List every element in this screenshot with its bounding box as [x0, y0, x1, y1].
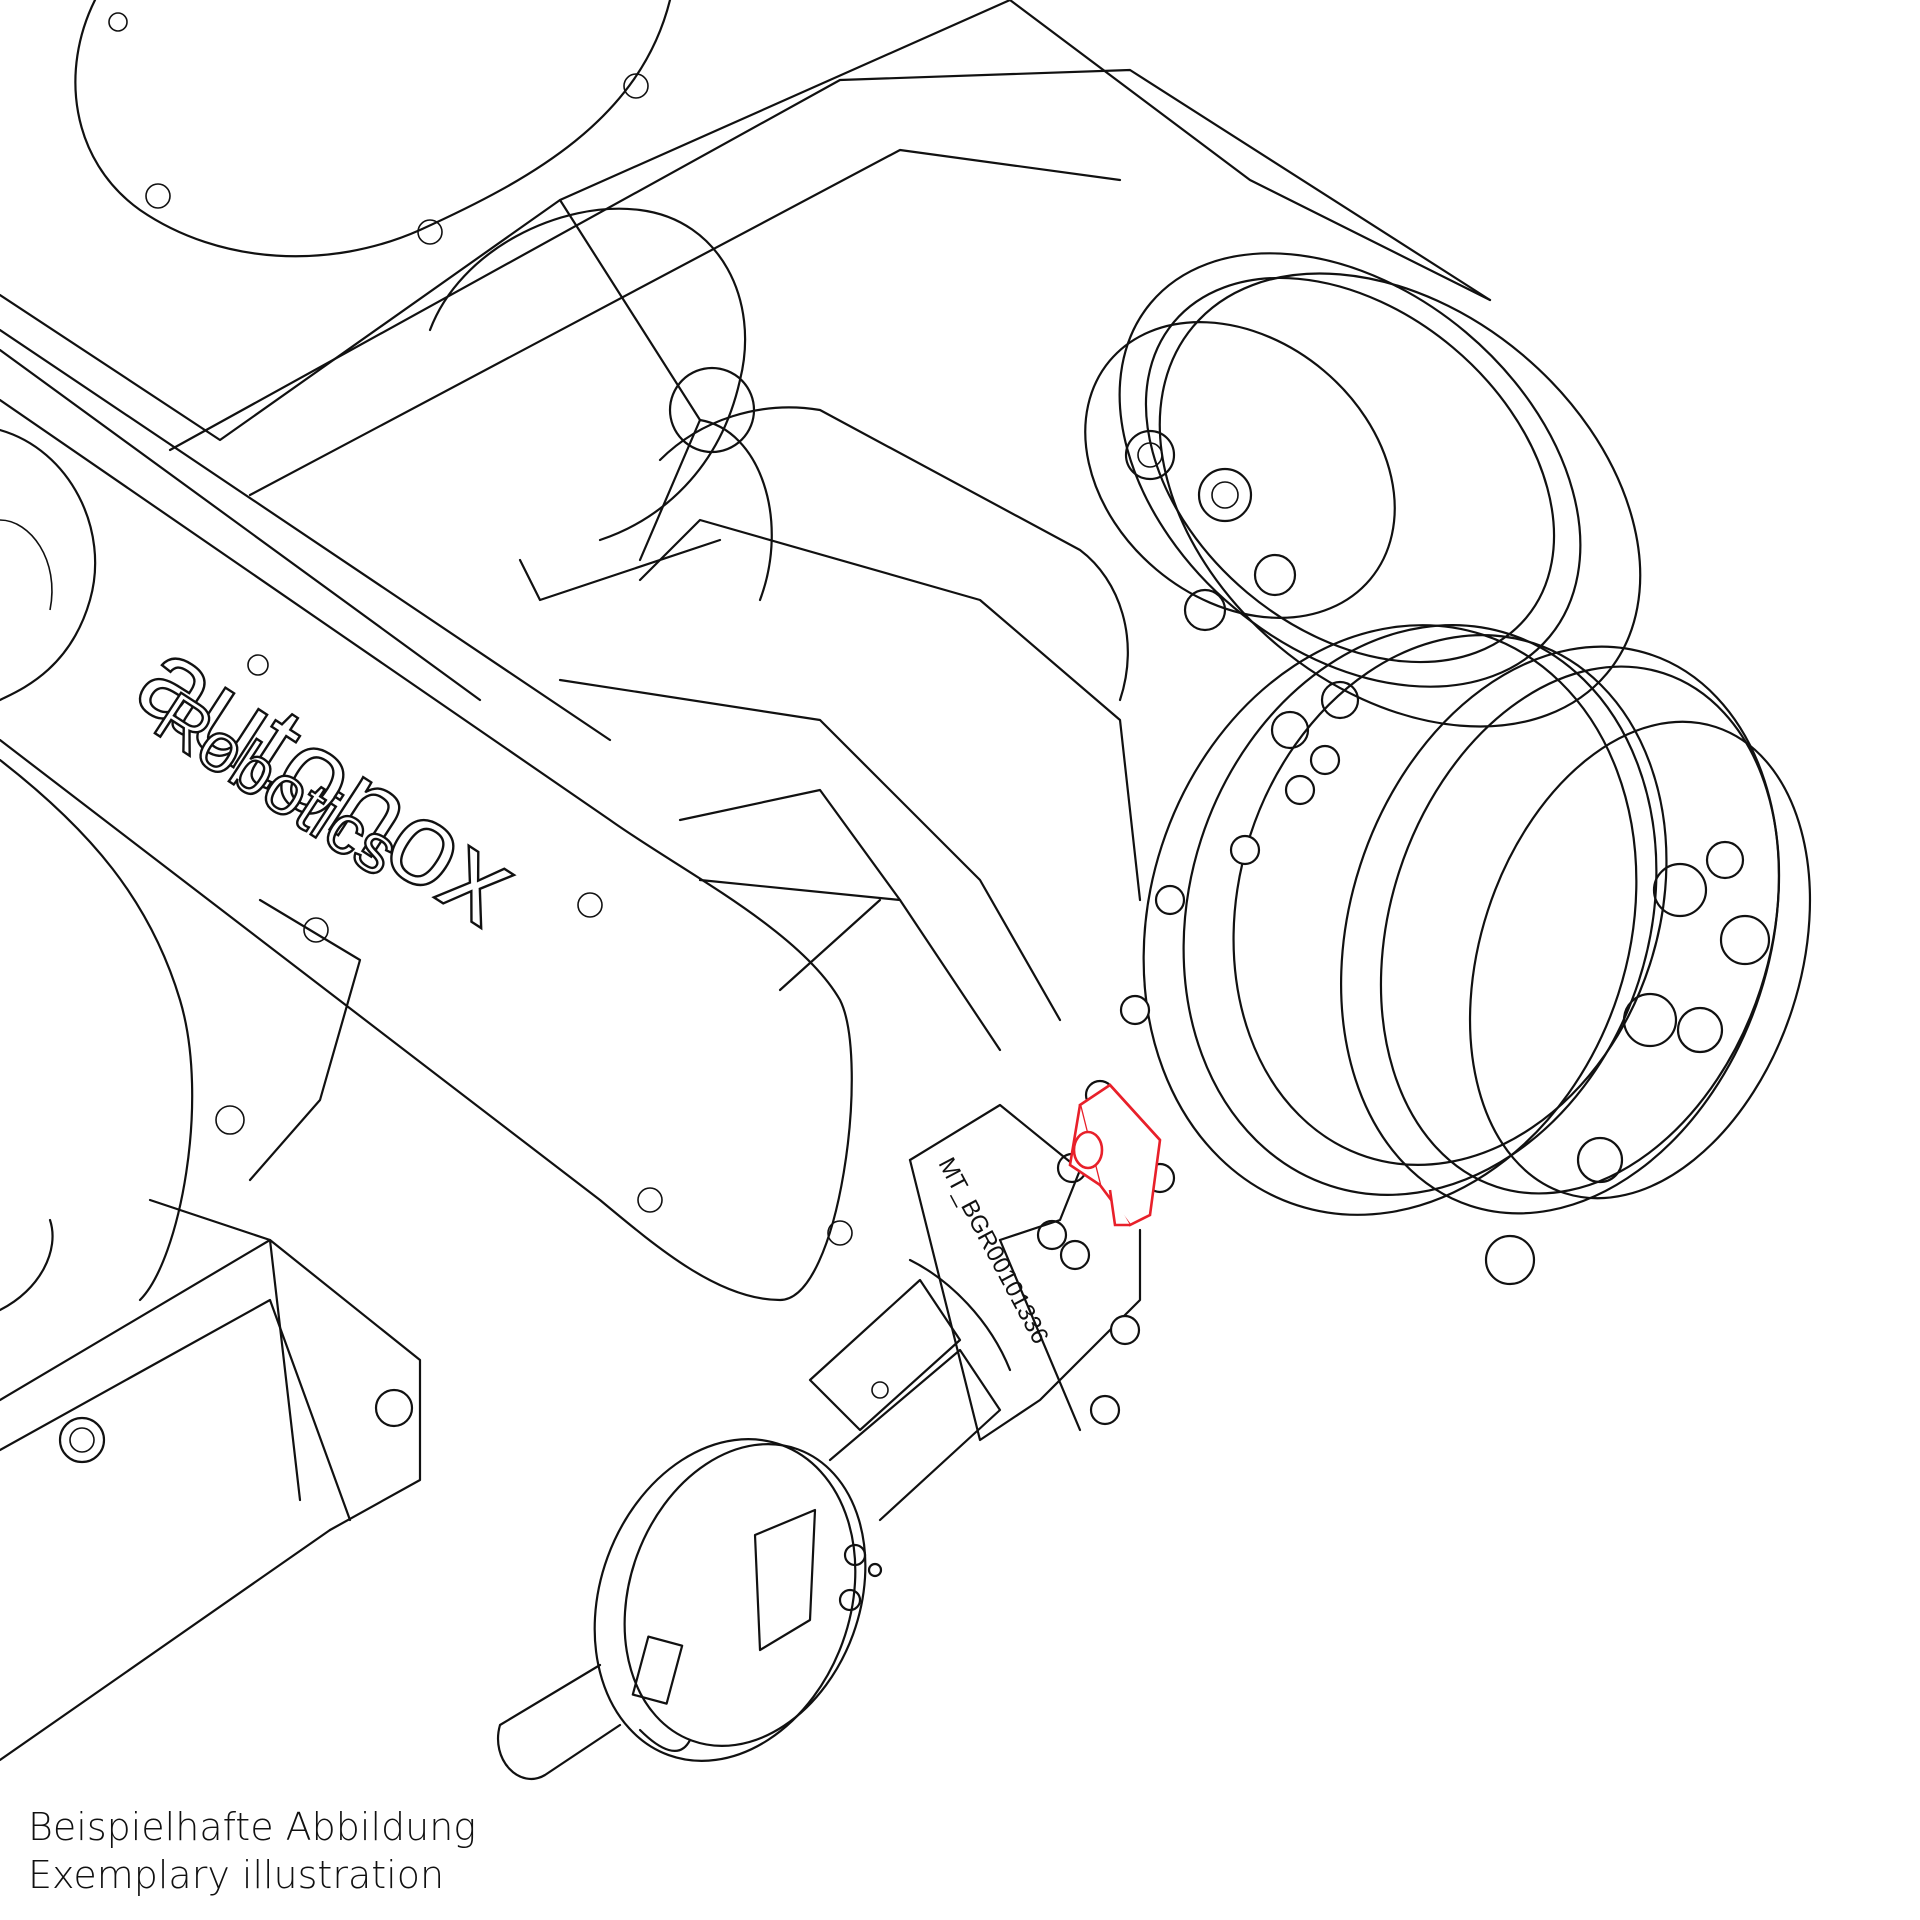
wrist-joint-block: [518, 406, 1142, 1052]
highlighted-measuring-block: [1068, 1083, 1162, 1227]
dial-indicator: [497, 1438, 883, 1781]
caption-german: Beispielhafte Abbildung: [28, 1805, 477, 1849]
top-cover-plate: [74, 0, 672, 258]
upper-arm-housing: [0, 0, 1492, 742]
caption-english: Exemplary illustration: [28, 1853, 445, 1897]
robot-base: [0, 758, 422, 1762]
upper-flange-ring: [1084, 252, 1642, 728]
gauge-button-left: [631, 1635, 684, 1705]
gauge-display: [753, 1508, 817, 1652]
logo-side-panel: autonox Robotics: [0, 398, 853, 1302]
tool-flange: [1036, 553, 1812, 1286]
